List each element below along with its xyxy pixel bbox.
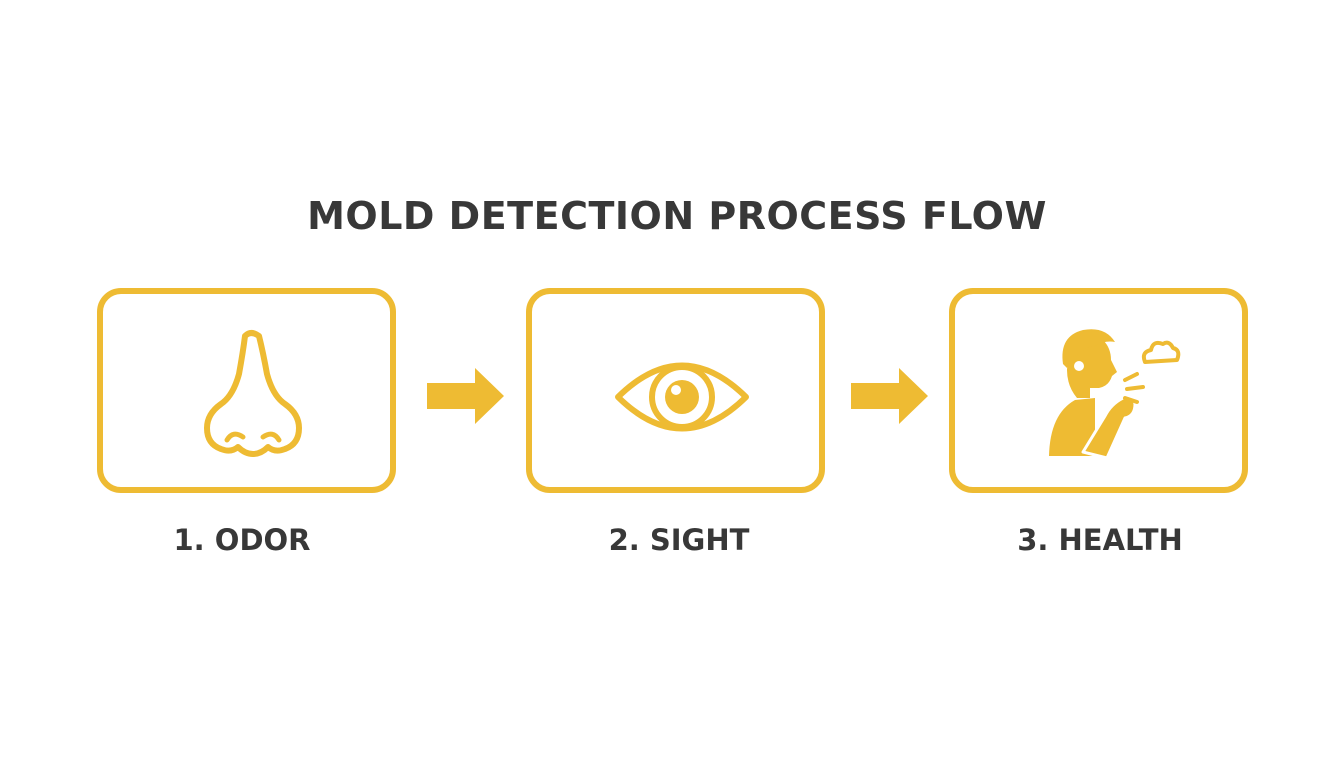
step-box-sight bbox=[526, 288, 825, 493]
nose-icon bbox=[204, 330, 302, 457]
eye-icon bbox=[615, 362, 749, 432]
arrow-right-icon bbox=[851, 368, 928, 424]
step-label-odor: 1. ODOR bbox=[173, 523, 311, 557]
coughing-person-icon bbox=[1049, 329, 1181, 460]
diagram-title: MOLD DETECTION PROCESS FLOW bbox=[307, 194, 1047, 238]
step-label-health: 3. HEALTH bbox=[1017, 523, 1183, 557]
step-box-health bbox=[949, 288, 1248, 493]
step-label-sight: 2. SIGHT bbox=[608, 523, 750, 557]
step-box-odor bbox=[97, 288, 396, 493]
arrow-right-icon bbox=[427, 368, 504, 424]
